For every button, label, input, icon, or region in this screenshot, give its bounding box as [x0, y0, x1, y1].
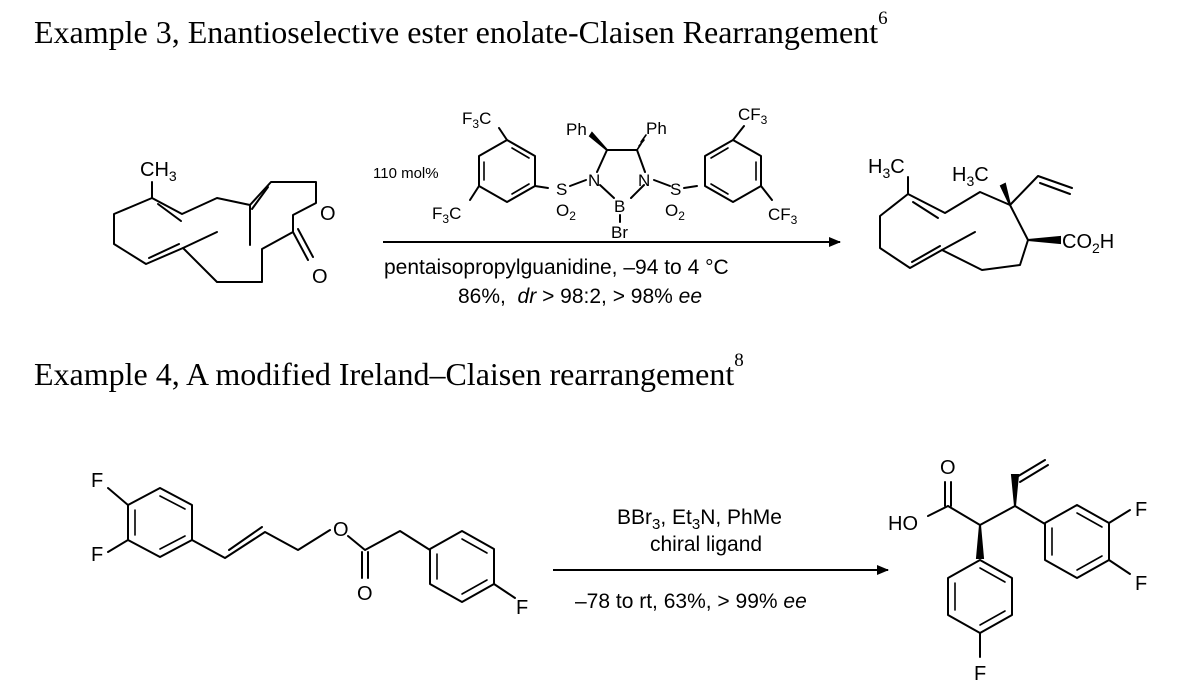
ex4-product-difluorophenyl-ring: [1044, 504, 1110, 579]
ex4-reactant-fluorine-bottom: F: [91, 544, 103, 566]
ex3-conditions-line2: 86%, dr > 98:2, > 98% ee: [458, 285, 702, 308]
ex4-conditions-line1: BBr3, Et3N, PhMe: [617, 506, 782, 533]
ex3-cf3-bottom-left: F3C: [432, 204, 461, 226]
ex4-reactant-allyl-ester: F F O O F: [91, 470, 528, 619]
ex3-reactant-carbonyl-oxygen: O: [312, 266, 328, 288]
ex3-product-methyl-b: H3C: [952, 164, 989, 189]
ex3-catalyst-amount: 110 mol%: [373, 165, 439, 182]
example3-reference-number: 6: [878, 8, 888, 29]
ex3-bromine: Br: [611, 223, 628, 242]
ex4-product-fluorine-para: F: [974, 663, 986, 685]
ex3-chiral-boron-reagent: 110 mol% F3C F3C S O2 N N B Br Ph Ph S: [373, 105, 798, 242]
ex3-cf3-top-left: F3C: [462, 109, 491, 131]
example4-heading-text: Example 4, A modified Ireland–Claisen re…: [34, 356, 735, 392]
ex3-product-methyl-a: H3C: [868, 156, 905, 181]
example4-reference-number: 8: [734, 350, 744, 371]
ex3-cf3-bottom-right: CF3: [768, 205, 798, 227]
ex4-product-carbonyl-oxygen: O: [940, 457, 956, 479]
example4-heading: Example 4, A modified Ireland–Claisen re…: [34, 350, 744, 393]
ex3-right-aryl-ring: [704, 139, 762, 203]
ex4-reactant-fluorine-top: F: [91, 470, 103, 492]
ex3-product-acid-label: CO2H: [1062, 231, 1114, 256]
ex4-conditions-line2: chiral ligand: [650, 533, 762, 556]
ex3-left-aryl-ring: [478, 139, 536, 203]
example3-heading-text: Example 3, Enantioselective ester enolat…: [34, 14, 879, 50]
ex4-reactant-fluorine-para: F: [516, 597, 528, 619]
ex4-product-fluorophenyl-ring: [947, 559, 1013, 634]
ex3-sulfur-left: S: [556, 180, 567, 199]
ex3-o2-right: O2: [665, 201, 685, 223]
ex4-product-acid: O HO F F F: [888, 457, 1147, 685]
ex3-nitrogen-left: N: [588, 171, 600, 190]
ex3-phenyl-right: Ph: [646, 119, 667, 138]
ex3-product-cyclodecene: H3C H3C CO2H: [868, 156, 1114, 271]
ex4-conditions-line3: –78 to rt, 63%, > 99% ee: [575, 590, 807, 613]
ex3-sulfur-right: S: [670, 180, 681, 199]
ex4-product-fluorine-top: F: [1135, 499, 1147, 521]
ex4-reactant-carbonyl-oxygen: O: [357, 583, 373, 605]
ex4-reactant-difluorophenyl-ring: [127, 487, 193, 558]
ex3-nitrogen-right: N: [638, 171, 650, 190]
ex3-reactant-macrolactone: CH3 O O: [113, 159, 336, 288]
ex3-cf3-top-right: CF3: [738, 105, 768, 127]
ex3-reactant-methyl-label: CH3: [140, 159, 177, 184]
ex3-reactant-ring-oxygen: O: [320, 203, 336, 225]
ex4-product-fluorine-bottom: F: [1135, 573, 1147, 595]
ex4-reactant-ester-oxygen: O: [333, 519, 349, 541]
ex4-reactant-fluorophenyl-ring: [429, 530, 495, 603]
ex3-phenyl-left: Ph: [566, 120, 587, 139]
example3-heading: Example 3, Enantioselective ester enolat…: [34, 8, 888, 51]
ex3-boron: B: [614, 197, 625, 216]
ex3-conditions-line1: pentaisopropylguanidine, –94 to 4 °C: [384, 256, 729, 279]
ex3-o2-left: O2: [556, 201, 576, 223]
ex4-product-hydroxyl-label: HO: [888, 513, 918, 535]
